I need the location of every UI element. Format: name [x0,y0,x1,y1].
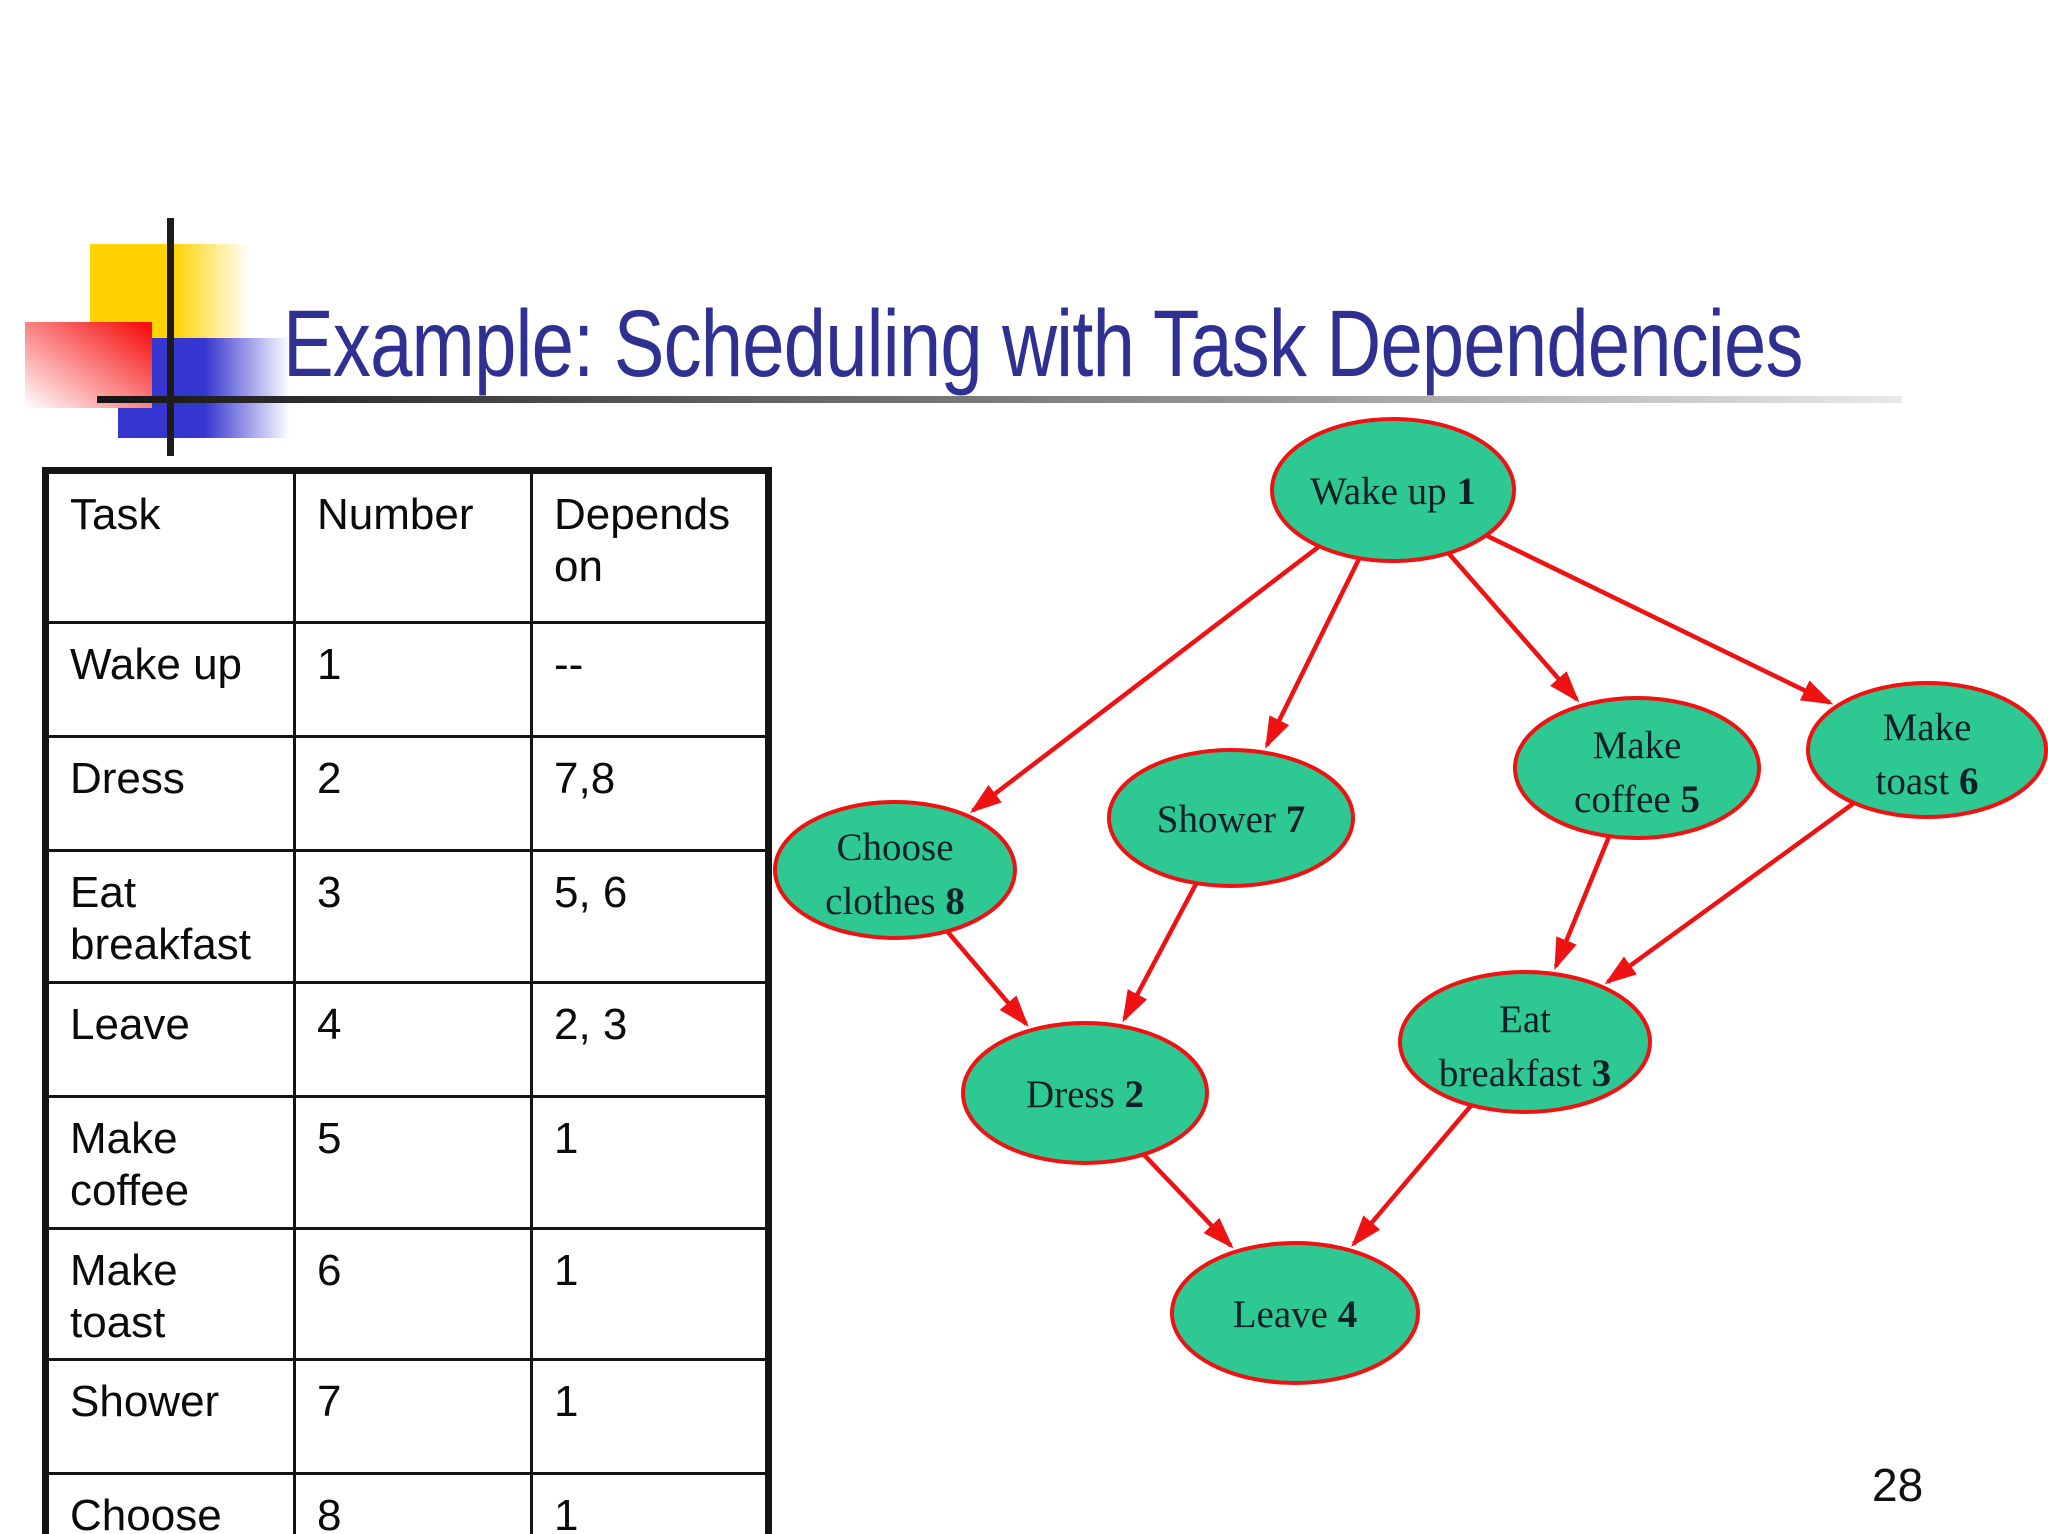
decoration-vertical-line [167,218,174,456]
node-ellipse-wake-up [1270,417,1516,563]
page-title: Example: Scheduling with Task Dependenci… [283,291,1803,397]
cell-depends_on: -- [530,621,770,738]
node-label-wake-up: Wake up 1 [1310,470,1476,513]
dependency-edge-6-to-3 [1604,801,1855,985]
node-ellipse-dress [961,1021,1209,1165]
cell-number: 1 [293,621,533,738]
task-node-shower: Shower 7 [1107,748,1355,888]
cell-task: Shower [44,1358,296,1476]
cell-task: Leave [44,980,296,1098]
cell-task: Make toast [44,1226,296,1362]
cell-depends_on: 1 [530,1358,770,1476]
page-number: 28 [1872,1459,1924,1511]
node-number-dress: 2 [1125,1073,1145,1116]
cell-number: 6 [293,1226,533,1362]
cell-task: Eat breakfast [44,849,296,984]
column-header-number: Number [293,469,533,624]
edge-layer [946,533,1855,1249]
cell-depends_on: 7,8 [530,735,770,852]
cell-number: 2 [293,735,533,852]
node-ellipse-leave [1170,1241,1420,1385]
cell-number: 3 [293,849,533,984]
table-header-row: Task Number Depends on [44,469,770,624]
cell-depends_on: 1 [530,1472,770,1534]
dependency-edge-2-to-4 [1142,1153,1234,1249]
node-number-choose-clothes: 8 [945,880,965,923]
dependency-edge-1-to-8 [969,545,1320,814]
task-node-dress: Dress 2 [961,1021,1209,1165]
node-number-wake-up: 1 [1456,470,1476,513]
node-ellipse-eat-breakfast [1398,970,1652,1114]
cell-depends_on: 5, 6 [530,849,770,984]
cell-task: Dress [44,735,296,852]
table-row: Choose clothes81 [44,1472,770,1534]
cell-task: Wake up [44,621,296,738]
decoration-red-square [25,322,152,408]
node-label-dress: Dress 2 [1026,1073,1144,1116]
dependency-edge-3-to-4 [1351,1104,1473,1247]
task-node-wake-up: Wake up 1 [1270,417,1516,563]
dependency-edge-1-to-6 [1486,533,1834,705]
node-ellipse-make-toast [1806,681,2048,819]
column-header-task: Task [44,469,296,624]
node-ellipse-choose-clothes [773,800,1017,940]
cell-task: Make coffee [44,1094,296,1230]
cell-number: 8 [293,1472,533,1534]
cell-task: Choose clothes [44,1472,296,1534]
node-number-make-coffee: 5 [1680,778,1700,821]
cell-depends_on: 1 [530,1094,770,1230]
title-underline [97,396,1902,403]
column-header-depends: Depends on [530,469,770,624]
dependency-edge-1-to-5 [1447,552,1580,703]
node-number-leave: 4 [1338,1293,1358,1336]
node-ellipse-shower [1107,748,1355,888]
dependency-edge-5-to-3 [1553,836,1611,971]
dependency-edge-8-to-2 [946,930,1029,1028]
node-label-shower: Shower 7 [1157,798,1305,841]
cell-number: 7 [293,1358,533,1476]
node-number-make-toast: 6 [1959,760,1979,803]
cell-number: 4 [293,980,533,1098]
dependency-edge-1-to-7 [1264,558,1361,749]
task-node-leave: Leave 4 [1170,1241,1420,1385]
cell-number: 5 [293,1094,533,1230]
dependency-edge-7-to-2 [1122,883,1198,1023]
node-number-eat-breakfast: 3 [1592,1052,1612,1095]
node-ellipse-make-coffee [1513,696,1761,840]
cell-depends_on: 2, 3 [530,980,770,1098]
node-number-shower: 7 [1286,798,1306,841]
node-label-leave: Leave 4 [1233,1293,1358,1336]
cell-depends_on: 1 [530,1226,770,1362]
